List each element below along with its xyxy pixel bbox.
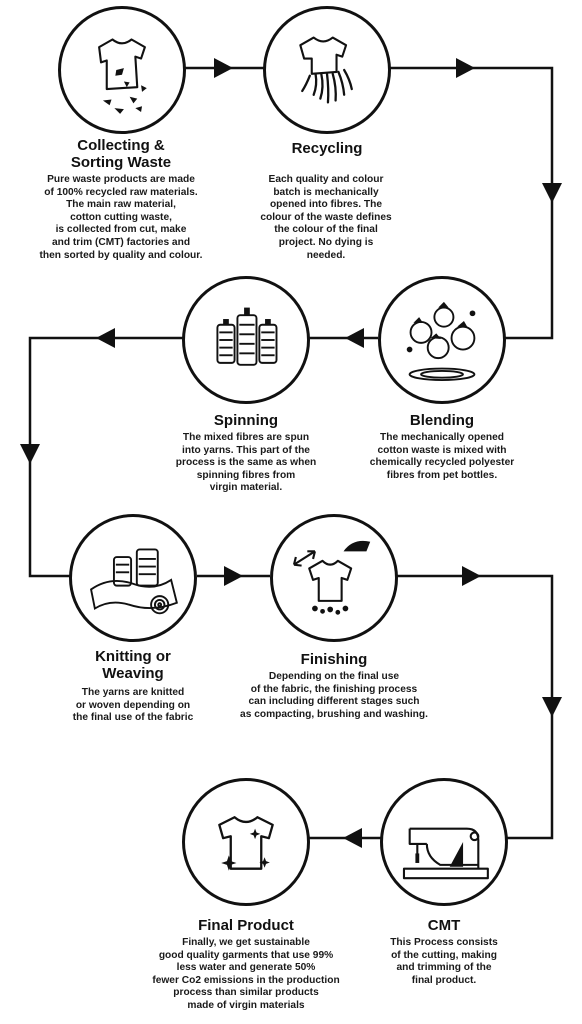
step-circle-recycling <box>263 6 391 134</box>
iron-tshirt-icon <box>292 540 371 615</box>
step-title-recycling: Recycling <box>291 140 363 157</box>
step-circle-finishing <box>270 514 398 642</box>
step-circle-spinning <box>182 276 310 404</box>
step-desc-blending: The mechanically opened cotton waste is … <box>369 432 515 481</box>
yarn-spools-icon <box>216 307 278 366</box>
step-desc-spinning: The mixed fibres are spun into yarns. Th… <box>175 432 317 494</box>
sparkling-tshirt-icon <box>218 816 274 871</box>
step-title-collecting: Collecting & Sorting Waste <box>70 137 172 171</box>
step-title-knitting: Knitting or Weaving <box>95 648 171 682</box>
shredded-tshirt-icon <box>299 36 353 104</box>
step-circle-final-product <box>182 778 310 906</box>
arrow-right-icon <box>214 58 233 78</box>
step-title-spinning: Spinning <box>213 412 279 429</box>
step-circle-knitting <box>69 514 197 642</box>
sewing-machine-icon <box>402 827 489 880</box>
step-circle-collecting <box>58 6 186 134</box>
step-circle-cmt <box>380 778 508 906</box>
step-desc-final-product: Finally, we get sustainable good quality… <box>152 937 340 1011</box>
cotton-balls-icon <box>406 301 476 381</box>
arrow-right-icon <box>224 566 243 586</box>
arrow-down-icon <box>542 697 562 717</box>
torn-tshirt-icon <box>98 38 147 114</box>
fabric-roll-icon <box>90 548 178 615</box>
step-circle-blending <box>378 276 506 404</box>
arrow-left-icon <box>345 328 364 348</box>
arrow-left-icon <box>96 328 115 348</box>
step-desc-recycling: Each quality and colour batch is mechani… <box>260 174 392 261</box>
arrow-right-icon <box>456 58 475 78</box>
step-desc-knitting: The yarns are knitted or woven depending… <box>72 687 194 724</box>
step-title-finishing: Finishing <box>300 651 368 668</box>
step-desc-cmt: This Process consists of the cutting, ma… <box>390 937 498 986</box>
arrow-down-icon <box>20 444 40 464</box>
step-title-final-product: Final Product <box>198 917 294 934</box>
step-desc-collecting: Pure waste products are made of 100% rec… <box>39 174 203 261</box>
step-desc-finishing: Depending on the final use of the fabric… <box>240 671 428 720</box>
arrow-left-icon <box>343 828 362 848</box>
arrow-right-icon <box>462 566 481 586</box>
step-title-cmt: CMT <box>427 917 461 934</box>
arrow-down-icon <box>542 183 562 203</box>
step-title-blending: Blending <box>409 412 475 429</box>
